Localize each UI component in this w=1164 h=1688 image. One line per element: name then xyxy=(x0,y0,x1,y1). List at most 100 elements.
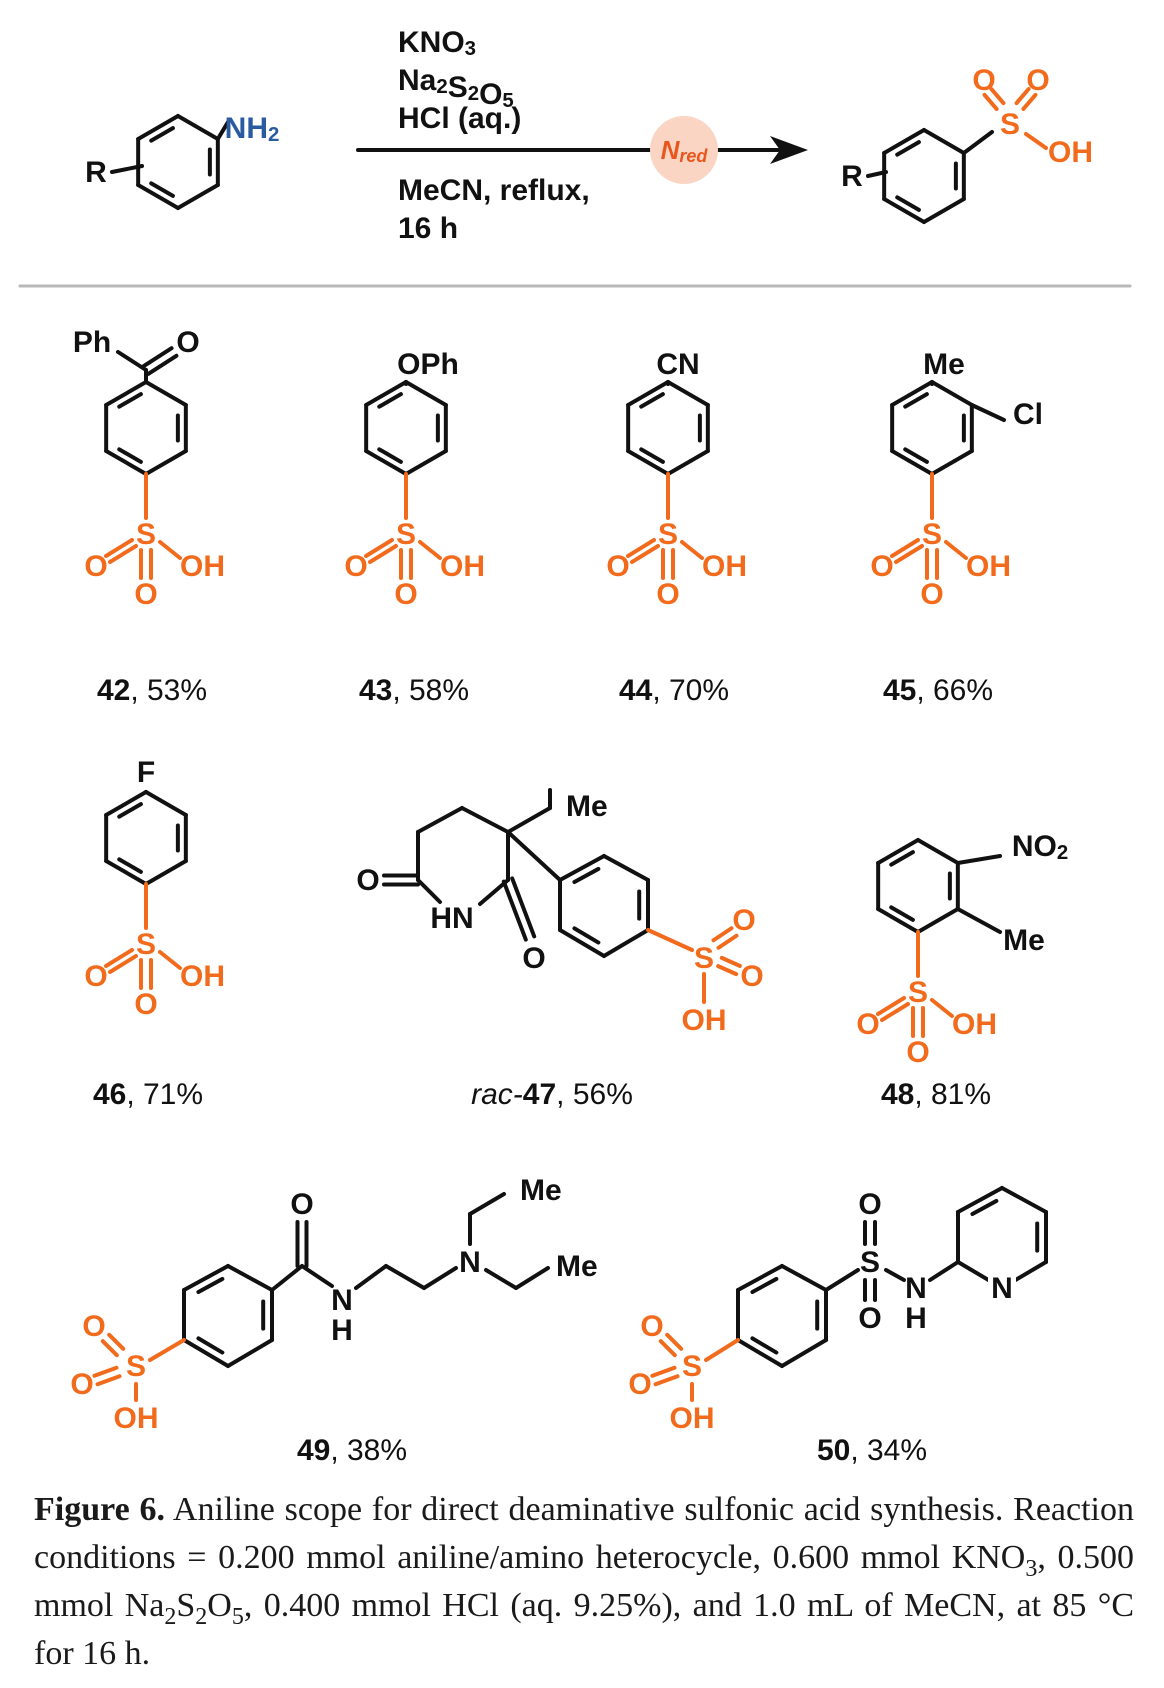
oxygen-atom: O xyxy=(176,326,199,359)
caption-text: 3 xyxy=(1025,1555,1038,1582)
methyl-group: Me xyxy=(923,348,965,381)
oxygen-atom: O xyxy=(84,960,107,993)
compound-label: 45, 66% xyxy=(883,674,993,707)
nred-badge xyxy=(650,116,718,184)
oxygen-atom: O xyxy=(628,1368,651,1401)
reagent-text: KNO3 xyxy=(398,26,476,61)
r-group: R xyxy=(841,160,863,193)
caption-text: , 0.400 mmol HCl (aq. 9.25%), and 1.0 mL… xyxy=(34,1587,1134,1672)
oxygen-atom: O xyxy=(134,988,157,1021)
hydroxyl-group: OH xyxy=(180,960,225,993)
sulfur-atom: S xyxy=(396,518,416,551)
oxygen-atom: O xyxy=(870,550,893,583)
hydroxyl-group: OH xyxy=(702,550,747,583)
r-group: R xyxy=(85,156,107,189)
oxygen-atom: O xyxy=(134,578,157,611)
hydroxyl-group: OH xyxy=(670,1402,715,1435)
pyridine-n: N xyxy=(991,1272,1013,1305)
methyl-group: Me xyxy=(556,1250,598,1283)
sulfonamide-n: N xyxy=(905,1272,927,1305)
caption-text: O xyxy=(207,1587,232,1624)
oxygen-atom: O xyxy=(920,578,943,611)
compound-label: 50, 34% xyxy=(817,1434,927,1467)
amide-n: N xyxy=(331,1284,353,1317)
methyl-group: Me xyxy=(1003,924,1045,957)
sulfur-atom: S xyxy=(1000,108,1020,141)
oxygen-atom: O xyxy=(606,550,629,583)
nitrile-group: CN xyxy=(656,348,699,381)
oxygen-atom: O xyxy=(858,1302,881,1335)
caption-text: 2 xyxy=(164,1603,177,1630)
oxygen-atom: O xyxy=(522,942,545,975)
nred-label: Nred xyxy=(661,135,709,166)
compound-label: 46, 71% xyxy=(93,1078,203,1111)
caption-text: 5 xyxy=(231,1603,244,1630)
oxygen-atom: O xyxy=(356,864,379,897)
oxygen-atom: O xyxy=(858,1188,881,1221)
hydroxyl-group: OH xyxy=(682,1004,727,1037)
oxygen-atom: O xyxy=(732,904,755,937)
sulfur-atom: S xyxy=(682,1350,702,1383)
oxygen-atom: O xyxy=(290,1188,313,1221)
chloro-group: Cl xyxy=(1013,398,1043,431)
sulfur-atom: S xyxy=(136,928,156,961)
oxygen-atom: O xyxy=(740,960,763,993)
oxygen-atom: O xyxy=(856,1008,879,1041)
nitro-group: NO2 xyxy=(1012,830,1068,865)
sulfur-atom: S xyxy=(658,518,678,551)
oxygen-atom: O xyxy=(394,578,417,611)
oxygen-atom: O xyxy=(344,550,367,583)
sulfur-atom: S xyxy=(860,1246,880,1279)
reagent-text: Na2S2O5 xyxy=(398,64,514,113)
phenyl-group: Ph xyxy=(73,326,111,359)
hydroxyl-group: OH xyxy=(952,1008,997,1041)
condition-text: MeCN, reflux, xyxy=(398,174,590,207)
sulfur-atom: S xyxy=(126,1350,146,1383)
imide-nh: HN xyxy=(430,902,473,935)
phenoxy-group: OPh xyxy=(397,348,459,381)
amide-h: H xyxy=(331,1314,353,1347)
condition-text: 16 h xyxy=(398,212,458,245)
oxygen-atom: O xyxy=(70,1368,93,1401)
compound-label: 43, 58% xyxy=(359,674,469,707)
oxygen-atom: O xyxy=(82,1310,105,1343)
oxygen-atom: O xyxy=(972,64,995,97)
oxygen-atom: O xyxy=(906,1036,929,1069)
compound-label: 42, 53% xyxy=(97,674,207,707)
compound-46: F SOO OH 46, 71% xyxy=(84,756,225,1111)
hydroxyl-group: OH xyxy=(1048,136,1093,169)
hydroxyl-group: OH xyxy=(440,550,485,583)
caption-text: , 0.500 mmol Na xyxy=(34,1539,1135,1624)
amine-group: NH2 xyxy=(225,112,280,147)
caption-text: 2 xyxy=(195,1603,208,1630)
methyl-group: Me xyxy=(566,790,608,823)
caption-text: Aniline scope for direct deaminative sul… xyxy=(34,1491,1134,1576)
caption-label: Figure 6. xyxy=(34,1491,165,1528)
fluoro-group: F xyxy=(137,756,155,789)
methyl-group: Me xyxy=(520,1174,562,1207)
hydroxyl-group: OH xyxy=(114,1402,159,1435)
compound-label: 48, 81% xyxy=(881,1078,991,1111)
sulfur-atom: S xyxy=(136,518,156,551)
hydroxyl-group: OH xyxy=(966,550,1011,583)
amine-n: N xyxy=(459,1246,481,1279)
reagent-text: HCl (aq.) xyxy=(398,102,521,135)
oxygen-atom: O xyxy=(84,550,107,583)
sulfur-atom: S xyxy=(694,942,714,975)
oxygen-atom: O xyxy=(656,578,679,611)
sulfur-atom: S xyxy=(922,518,942,551)
sulfur-atom: S xyxy=(908,976,928,1009)
oxygen-atom: O xyxy=(1026,64,1049,97)
oxygen-atom: O xyxy=(640,1310,663,1343)
hydroxyl-group: OH xyxy=(180,550,225,583)
sulfonamide-h: H xyxy=(905,1302,927,1335)
